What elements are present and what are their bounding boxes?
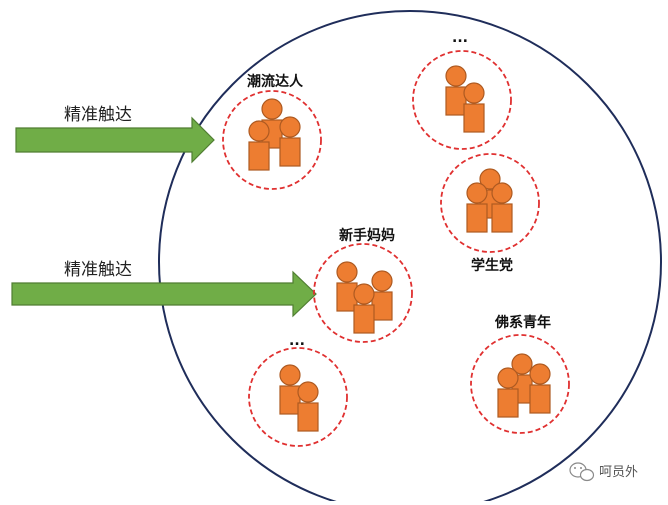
audience-circle: [158, 10, 662, 505]
group-label: 学生党: [471, 257, 513, 274]
people-icon: [466, 168, 513, 233]
people-icon: [445, 65, 485, 133]
group-label: ...: [289, 333, 305, 349]
watermark: 呵员外: [569, 462, 638, 482]
group-trendsetters: 潮流达人: [222, 73, 322, 190]
group-label: 新手妈妈: [339, 227, 395, 244]
people-icon: [497, 353, 551, 418]
arrow-label: 精准触达: [64, 105, 132, 125]
group-label: 潮流达人: [247, 73, 304, 90]
group-ring: [248, 347, 348, 447]
group-students: 学生党: [440, 153, 540, 274]
arrow-label: 精准触达: [64, 260, 132, 280]
group-label: 佛系青年: [494, 314, 551, 331]
group-ring: [313, 243, 413, 343]
group-ring: [222, 90, 322, 190]
group-more-bottom: ...: [248, 333, 348, 447]
group-ring: [412, 50, 512, 150]
people-icon: [248, 98, 301, 171]
reach-arrow-1: 精准触达: [15, 105, 215, 164]
wechat-icon: [569, 462, 595, 482]
group-ring: [470, 334, 570, 434]
group-more-top: ...: [412, 30, 512, 150]
watermark-text: 呵员外: [599, 465, 638, 480]
group-new-moms: 新手妈妈: [313, 227, 413, 343]
arrow-shape: [11, 270, 317, 318]
people-icon: [336, 261, 393, 334]
group-label: ...: [452, 30, 468, 46]
arrow-shape: [15, 116, 215, 164]
reach-arrow-2: 精准触达: [11, 260, 317, 318]
group-chill-youth: 佛系青年: [470, 314, 570, 434]
people-icon: [279, 364, 319, 432]
group-ring: [440, 153, 540, 253]
